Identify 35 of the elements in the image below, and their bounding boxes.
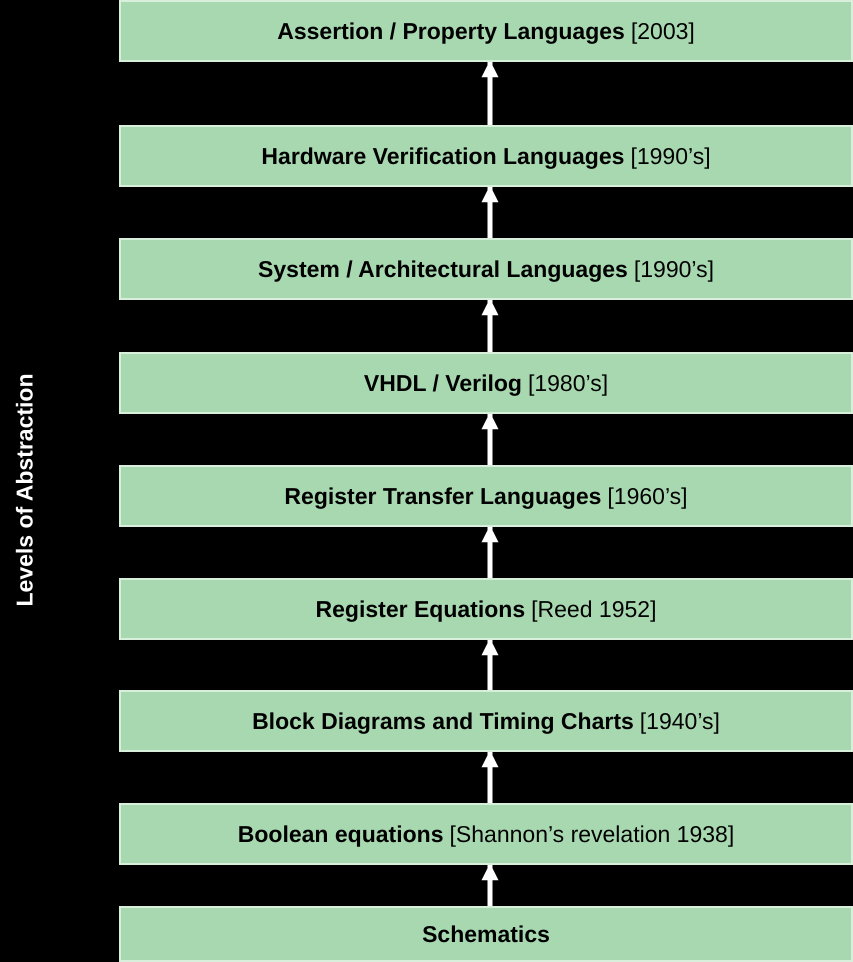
level-box (119, 238, 853, 300)
arrow (482, 185, 498, 238)
level-title: Block Diagrams and Timing Charts (252, 708, 634, 734)
date-note: [1990’s] (634, 256, 714, 282)
date-note: [1960’s] (607, 482, 688, 510)
arrow (482, 298, 498, 352)
level-box (119, 0, 853, 62)
date-note: [2003] (630, 18, 695, 44)
level-box (119, 352, 853, 414)
level-box (119, 803, 853, 865)
level-box (119, 125, 853, 187)
arrow (482, 412, 498, 465)
date-note: [1940’s] (640, 708, 720, 734)
level-title: Schematics (422, 920, 550, 948)
date-note: [1990’s] (630, 142, 711, 170)
arrow (482, 638, 498, 690)
level-box (119, 465, 853, 527)
axis-label: Levels of Abstraction (12, 373, 38, 607)
level-title: Boolean equations (238, 820, 444, 848)
arrow (482, 750, 498, 803)
level-box (119, 690, 853, 752)
level-title: Register Equations (316, 596, 526, 622)
date-note: [1980’s] (528, 370, 608, 396)
level-title: System / Architectural Languages (258, 256, 628, 282)
date-note: [Reed 1952] (531, 596, 656, 622)
level-title: Hardware Verification Languages (261, 142, 624, 170)
arrow (482, 863, 498, 906)
arrow (482, 525, 498, 578)
level-box (119, 906, 853, 962)
arrow (482, 60, 498, 125)
level-title: Assertion / Property Languages (277, 18, 625, 44)
level-title: VHDL / Verilog (364, 370, 522, 396)
date-note: [Shannon’s revelation 1938] (450, 820, 734, 848)
level-title: Register Transfer Languages (284, 482, 602, 510)
level-box (119, 578, 853, 640)
